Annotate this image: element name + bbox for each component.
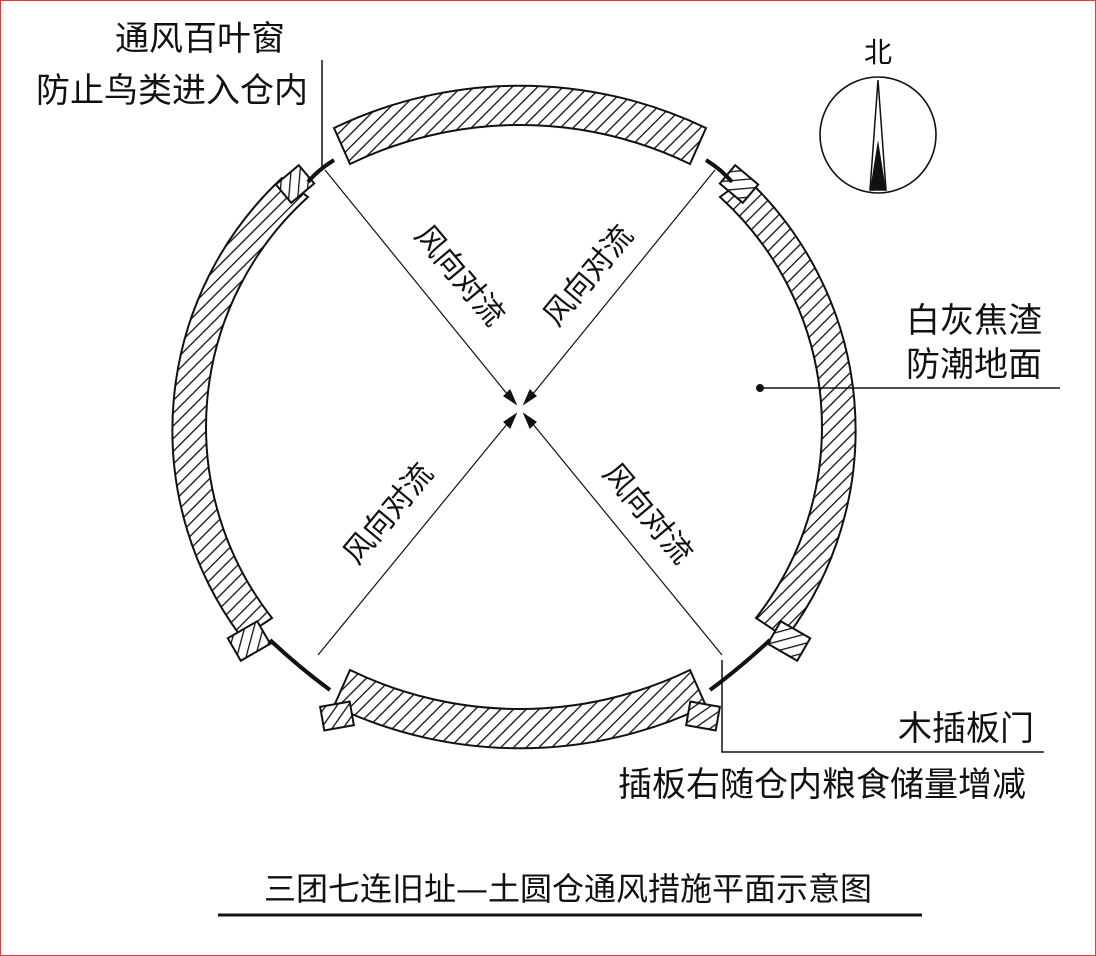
vent-nw: [306, 158, 336, 184]
door-label-line2: 插板右随仓内粮食储量增减: [618, 765, 1026, 805]
wall-south: [332, 668, 708, 750]
wind-label-ne: 风向对流: [537, 219, 641, 333]
wall-west: [171, 176, 310, 640]
wind-label-sw: 风向对流: [337, 457, 441, 571]
floor-label-line2: 防潮地面: [906, 345, 1042, 385]
wind-label-se: 风向对流: [595, 457, 699, 571]
floor-point-marker: [756, 384, 764, 392]
leader-lines: [321, 60, 1060, 753]
arrow-se: [522, 412, 537, 430]
diagram-caption: 三团七连旧址—土圆仓通风措施平面示意图: [264, 870, 872, 908]
wall-east: [718, 176, 857, 640]
vent-ne: [704, 158, 734, 184]
wall-end-blocks: [226, 163, 812, 732]
wind-lines: [317, 169, 723, 656]
vent-label-line2: 防止鸟类进入仓内: [36, 71, 308, 111]
arrow-sw: [503, 412, 518, 430]
north-compass: [819, 76, 937, 194]
wall-openings: [268, 158, 772, 692]
door-se: [708, 638, 772, 692]
wind-label-nw: 风向对流: [407, 219, 511, 333]
vent-label-line1: 通风百叶窗: [115, 19, 285, 59]
floor-label-line1: 白灰焦渣: [906, 301, 1042, 341]
door-sw: [268, 638, 332, 692]
arrow-ne: [522, 388, 537, 406]
granary-walls: [171, 84, 857, 750]
arrow-nw: [503, 388, 518, 406]
wall-north: [332, 84, 708, 166]
door-label-line1: 木插板门: [898, 709, 1034, 749]
north-label: 北: [864, 36, 892, 69]
